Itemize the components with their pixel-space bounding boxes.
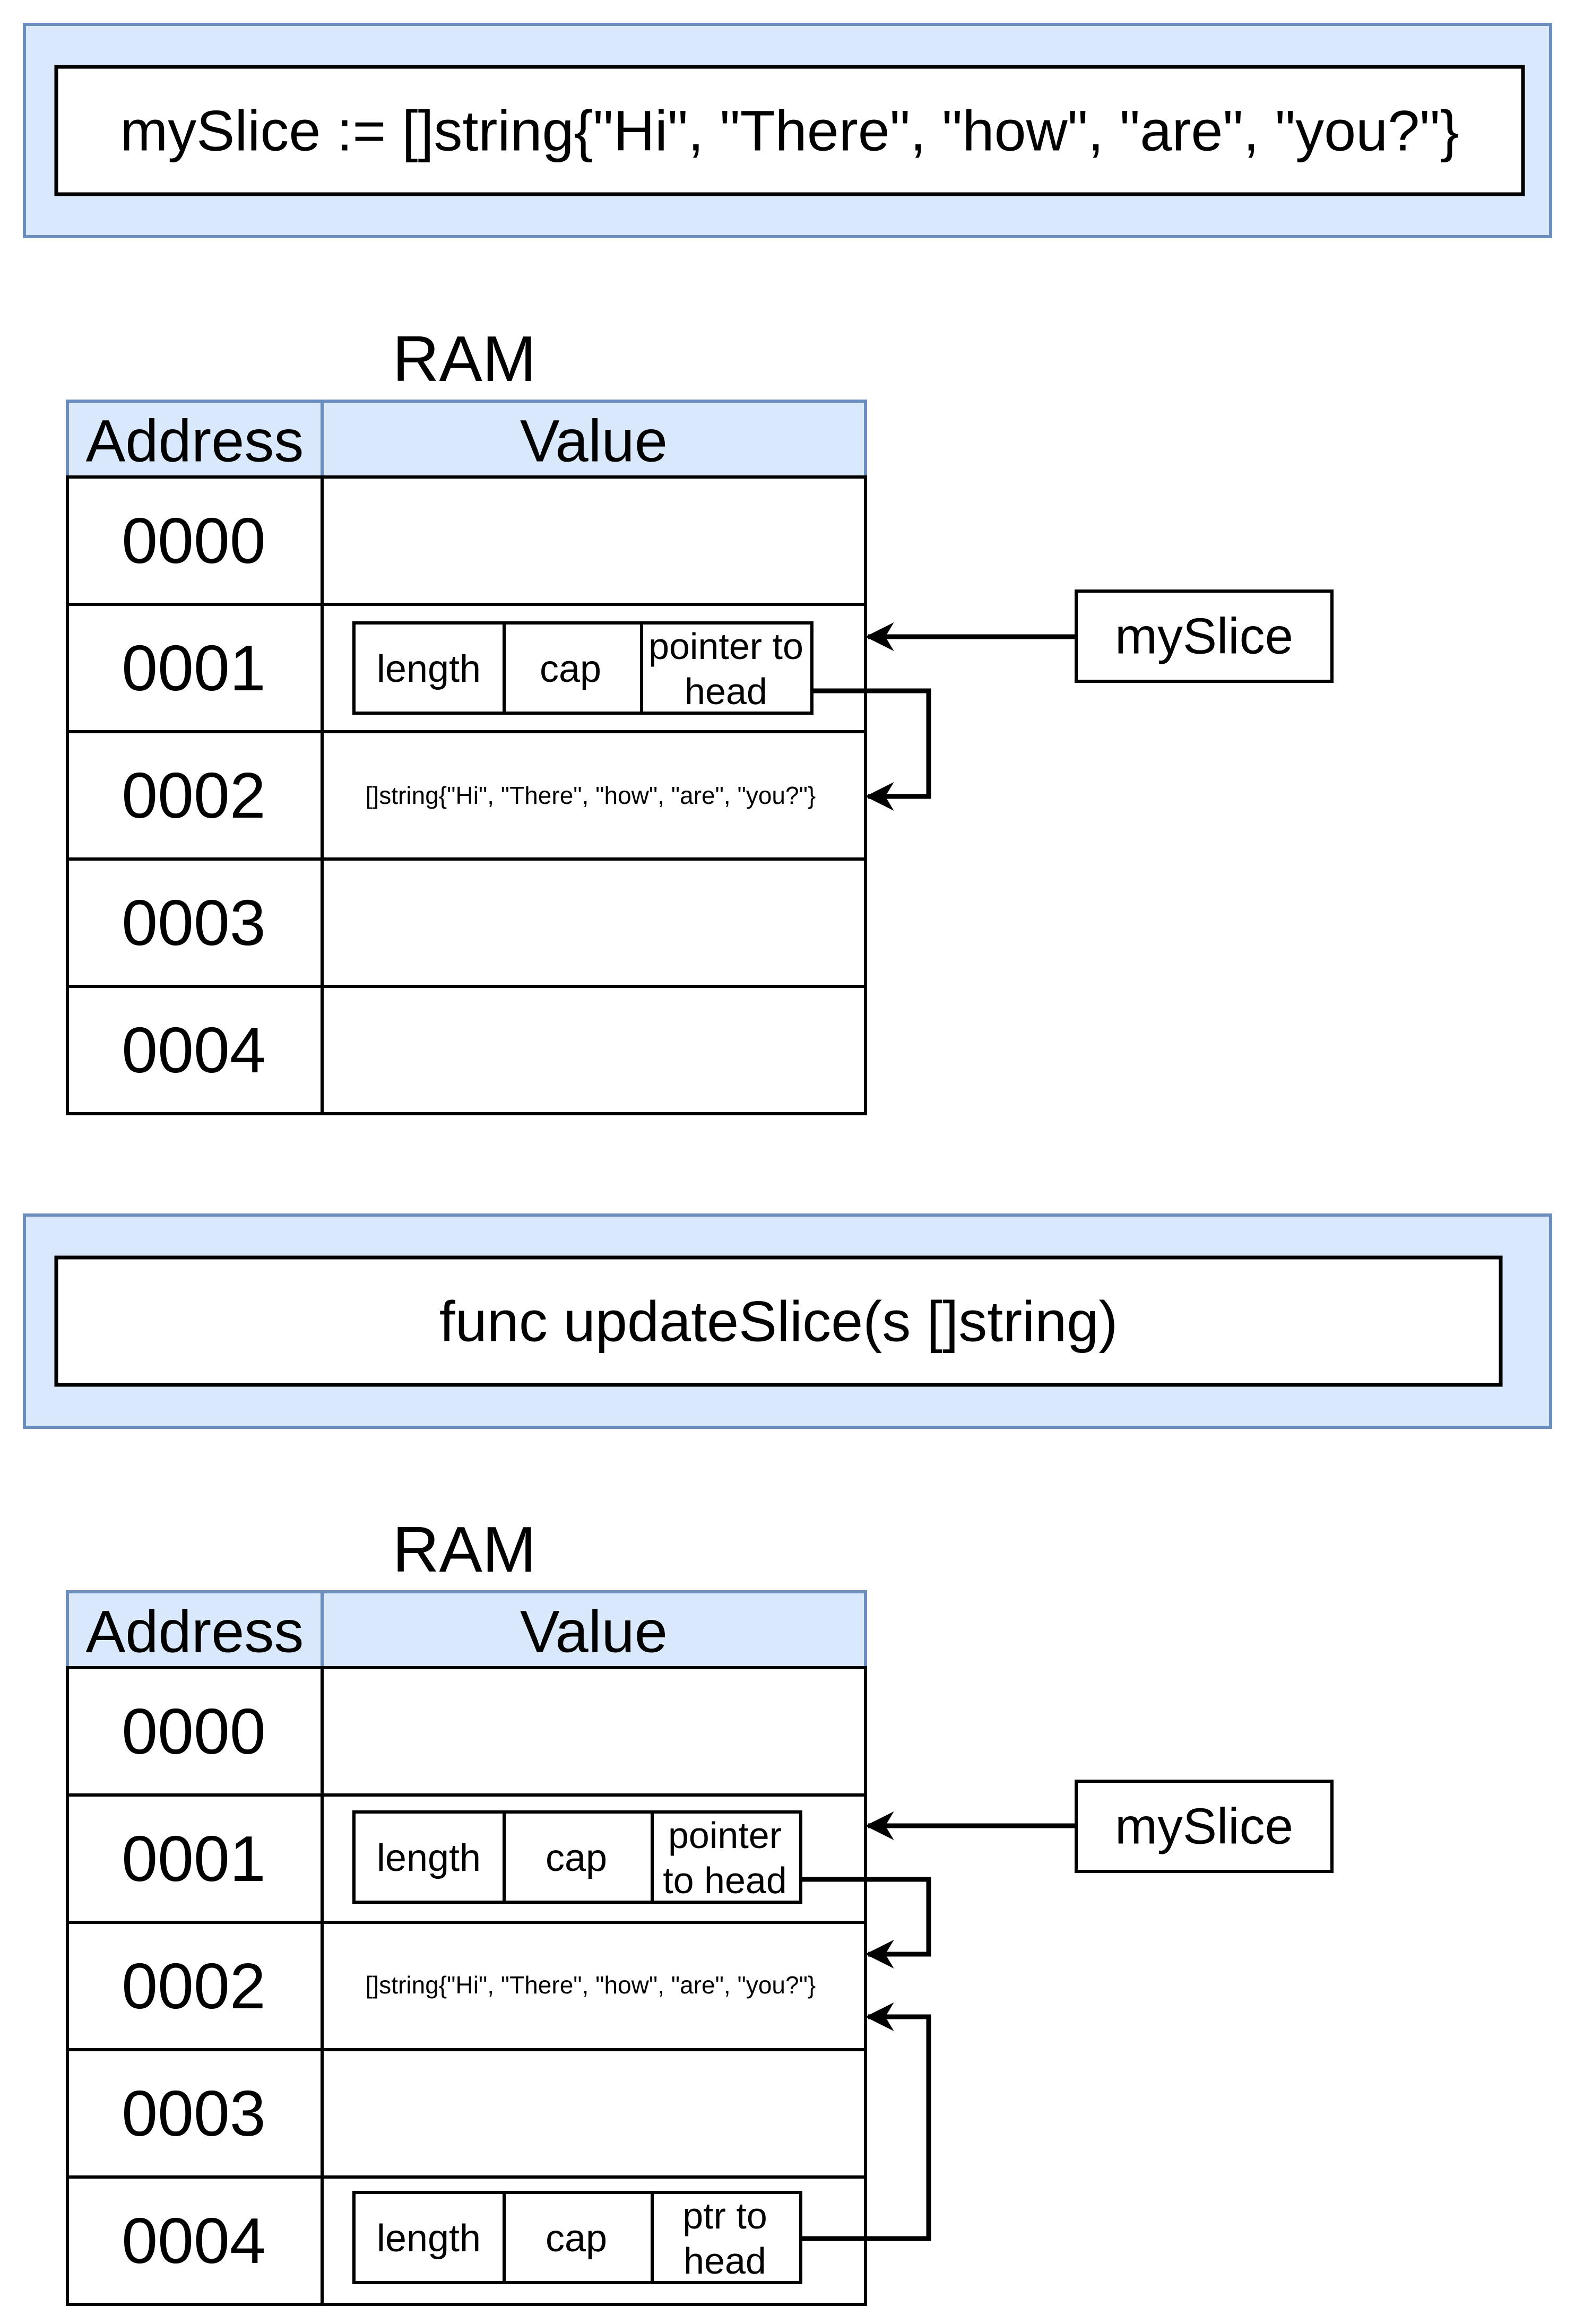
ram-row-address-cell: [66, 1666, 324, 1797]
code-text: mySlice := []string{"Hi", "There", "how"…: [120, 99, 1459, 163]
pointer-arrow: [801, 1877, 931, 1969]
slice-backing-array-value: []string{"Hi", "There", "how", "are", "y…: [366, 782, 816, 809]
ram-row-address-cell: [66, 1921, 324, 2051]
slice-header-struct: length cap pointer to head: [352, 1810, 802, 1904]
function-box: [54, 1255, 1503, 1387]
ram-row-address-cell: [66, 603, 324, 733]
ram-row-value-cell: [321, 1921, 867, 2051]
struct-cap-label: cap: [540, 648, 601, 690]
function-signature-text: func updateSlice(s []string): [439, 1289, 1118, 1354]
ram-row-address: 0000: [122, 505, 265, 577]
struct-pointer-field: [651, 2191, 802, 2284]
ram-header-value: [321, 400, 867, 479]
struct-cap-label: cap: [546, 1837, 607, 1879]
variable-box: [1075, 1780, 1334, 1873]
ram-header-address-label: Address: [86, 408, 304, 474]
copied-pointer-arrow: [801, 2002, 931, 2241]
ram-row-address: 0002: [122, 1950, 265, 2022]
copied-slice-header-struct: length cap ptr to head: [352, 2191, 802, 2284]
ram-row-value-cell: [321, 2048, 867, 2179]
ram-header-value-label: Value: [520, 408, 668, 474]
slice-header-struct: length cap pointer to head: [352, 621, 814, 715]
ram-row-address: 0003: [122, 2077, 265, 2149]
struct-length-field: [352, 1810, 506, 1904]
ram-title: RAM: [392, 323, 536, 395]
struct-pointer-field: [651, 1810, 802, 1904]
ram-row-value-cell: [321, 985, 867, 1115]
struct-length-label: length: [377, 2217, 481, 2260]
slice-backing-array-value: []string{"Hi", "There", "how", "are", "y…: [366, 1971, 816, 1999]
struct-pointer-label-line1: pointer: [668, 1815, 782, 1856]
ram-row-address-cell: [66, 1793, 324, 1924]
struct-pointer-field: [640, 621, 814, 715]
ram-table: Address Value 0000 0001 length cap point…: [66, 1590, 867, 2306]
struct-length-field: [352, 2191, 506, 2284]
ram-header-address-label: Address: [86, 1599, 304, 1665]
ram-header-value-label: Value: [520, 1599, 668, 1665]
ram-row-value-cell: [321, 857, 867, 988]
ram-title: RAM: [392, 1513, 536, 1585]
struct-cap-field: [503, 621, 643, 715]
ram-row-address: 0000: [122, 1695, 265, 1767]
ram-row-address: 0002: [122, 759, 265, 831]
ram-row-address: 0004: [122, 2205, 265, 2277]
variable-label: mySlice: [1115, 608, 1293, 665]
pointer-arrow: [812, 688, 931, 811]
variable-label: mySlice: [1115, 1798, 1293, 1855]
struct-length-label: length: [377, 1837, 481, 1879]
struct-pointer-label-line2: head: [683, 2240, 766, 2282]
struct-cap-field: [503, 1810, 654, 1904]
ram-table: Address Value 0000 0001 length cap point…: [66, 400, 867, 1115]
struct-pointer-label-line1: ptr to: [682, 2195, 767, 2236]
struct-pointer-label-line2: head: [685, 671, 767, 712]
ram-row-address-cell: [66, 985, 324, 1115]
struct-cap-label: cap: [546, 2217, 607, 2260]
struct-pointer-label-line2: to head: [663, 1860, 787, 1901]
ram-row-value-cell: [321, 730, 867, 861]
struct-length-field: [352, 621, 506, 715]
struct-pointer-label-line1: pointer to: [648, 626, 803, 667]
ram-row-value-cell: [321, 1666, 867, 1797]
ram-row-address: 0003: [122, 887, 265, 959]
code-box: [54, 65, 1525, 196]
ram-row-address: 0001: [122, 1823, 265, 1895]
ram-row-address: 0001: [122, 632, 265, 704]
struct-length-label: length: [377, 648, 481, 690]
ram-row-address: 0004: [122, 1014, 265, 1086]
struct-cap-field: [503, 2191, 654, 2284]
variable-box: [1075, 589, 1334, 683]
ram-row-value-cell: [321, 475, 867, 606]
